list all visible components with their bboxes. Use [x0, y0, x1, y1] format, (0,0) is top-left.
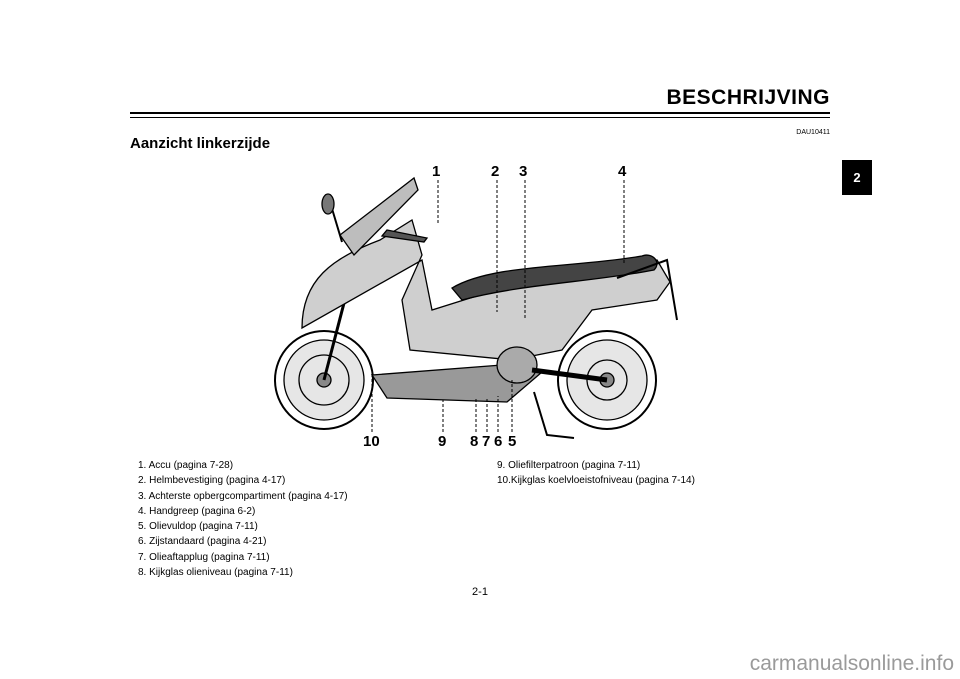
- legend-left: 1. Accu (pagina 7-28) 2. Helmbevestiging…: [138, 458, 348, 580]
- callout-3: 3: [519, 163, 528, 180]
- legend-item: 1. Accu (pagina 7-28): [138, 460, 234, 471]
- callout-9: 9: [438, 433, 447, 450]
- legend-item: 6. Zijstandaard (pagina 4-21): [138, 536, 267, 548]
- legend-item: 3. Achterste opbergcompartiment (pagina …: [138, 490, 348, 502]
- legend-item: 4. Handgreep (pagina 6-2): [138, 505, 256, 517]
- scooter-illustration: [274, 176, 678, 439]
- callout-2: 2: [491, 163, 500, 180]
- watermark: carmanualsonline.info: [749, 652, 954, 675]
- legend-item: 5. Olievuldop (pagina 7-11): [138, 521, 258, 533]
- callout-1: 1: [432, 163, 441, 180]
- legend-item: 10.Kijkglas koelvloeistofniveau (pagina …: [497, 475, 695, 487]
- callout-4: 4: [618, 163, 627, 180]
- legend-item: 8. Kijkglas olieniveau (pagina 7-11): [138, 567, 293, 579]
- document-code: DAU10411: [796, 129, 830, 136]
- header-rule-thin: [130, 117, 830, 118]
- callout-5: 5: [508, 433, 517, 450]
- chapter-tab: 2: [842, 160, 872, 195]
- callout-8: 8: [470, 433, 479, 450]
- legend-item: 7. Olieaftapplug (pagina 7-11): [138, 551, 270, 563]
- callout-10: 10: [363, 433, 380, 450]
- header-rule-thick: [130, 112, 830, 114]
- page-number: 2-1: [472, 586, 488, 598]
- header-title: BESCHRIJVING: [666, 86, 830, 109]
- legend-item: 9. Oliefilterpatroon (pagina 7-11): [497, 460, 641, 471]
- callout-6: 6: [494, 433, 503, 450]
- legend-right: 9. Oliefilterpatroon (pagina 7-11) 10.Ki…: [497, 458, 695, 489]
- section-title: Aanzicht linkerzijde: [130, 135, 271, 152]
- callout-7: 7: [482, 433, 491, 450]
- legend-item: 2. Helmbevestiging (pagina 4-17): [138, 475, 286, 487]
